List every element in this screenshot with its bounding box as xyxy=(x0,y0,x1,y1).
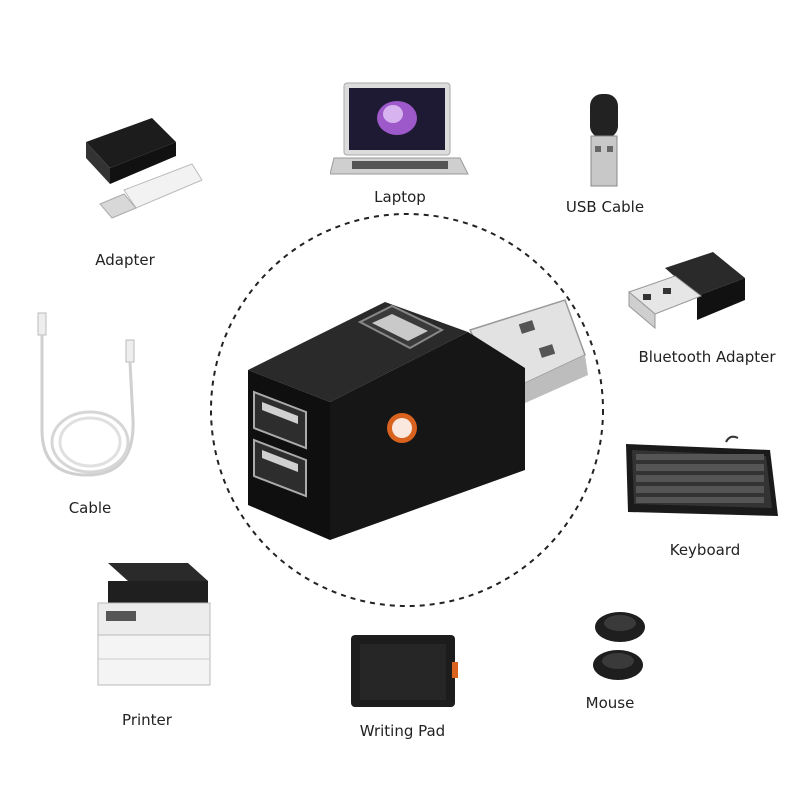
printer-icon xyxy=(97,563,211,686)
keyboard-icon xyxy=(626,435,778,516)
adapter-label: Adapter xyxy=(95,251,155,269)
writing-pad-label: Writing Pad xyxy=(359,722,446,740)
tablet-icon xyxy=(351,635,458,707)
cable-icon xyxy=(37,312,135,477)
bluetooth-adapter-label: Bluetooth Adapter xyxy=(638,348,776,366)
usb-cable-label: USB Cable xyxy=(565,198,645,216)
otg-adapter-icon xyxy=(86,118,203,219)
cable-label: Cable xyxy=(68,499,112,517)
keyboard-label: Keyboard xyxy=(669,541,741,559)
printer-label: Printer xyxy=(122,711,172,729)
bluetooth-dongle-icon xyxy=(628,252,745,330)
laptop-label: Laptop xyxy=(374,188,426,206)
mouse-label: Mouse xyxy=(585,694,635,712)
usb-stick-icon xyxy=(590,94,618,187)
mouse-icon xyxy=(593,612,645,680)
dashed-ring xyxy=(210,213,604,607)
usb-hub-icon xyxy=(248,299,588,540)
laptop-icon xyxy=(330,82,469,175)
